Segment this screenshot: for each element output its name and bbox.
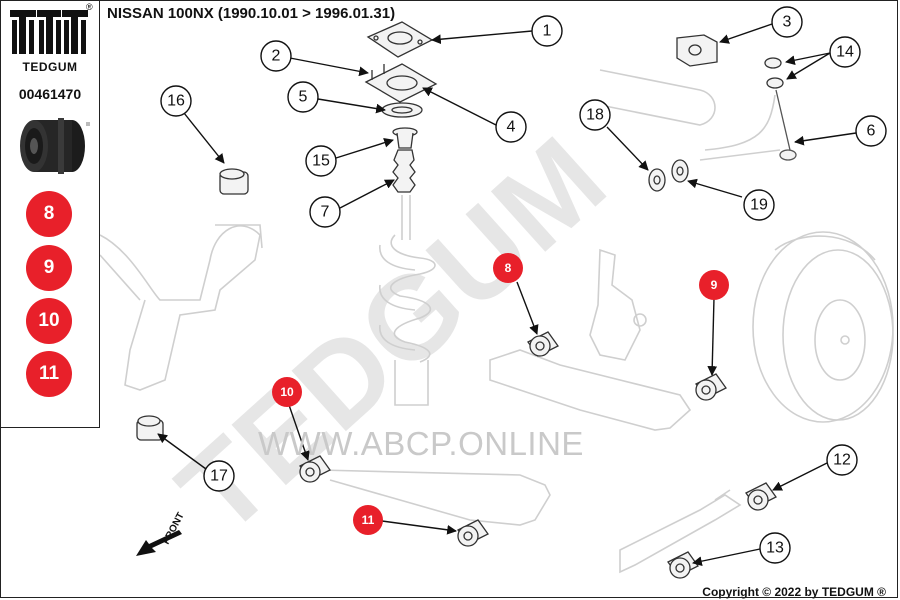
- part-16-subframe-bushing: [219, 168, 249, 195]
- callout-18: 18: [579, 99, 611, 131]
- vehicle-title: NISSAN 100NX (1990.10.01 > 1996.01.31): [107, 5, 396, 22]
- svg-text:4: 4: [507, 119, 516, 136]
- svg-text:10: 10: [280, 385, 294, 399]
- svg-text:3: 3: [783, 14, 792, 31]
- badge-11[interactable]: 11: [26, 351, 72, 397]
- svg-text:1: 1: [543, 23, 552, 40]
- callout-3: 3: [771, 6, 803, 38]
- highlight-callouts: 8 9 10 11: [272, 253, 729, 535]
- bushing-8: [527, 331, 559, 357]
- part-2-upper-mount-lower: [364, 63, 438, 103]
- bushing-9: [695, 373, 727, 401]
- part-15-bump-stop-cap: [392, 127, 418, 149]
- callout-7: 7: [309, 196, 341, 228]
- callout-14: 14: [829, 36, 861, 68]
- svg-text:14: 14: [836, 44, 854, 61]
- svg-text:15: 15: [312, 153, 330, 170]
- callout-4: 4: [495, 111, 527, 143]
- watermark-url: WWW.ABCP.ONLINE: [258, 425, 584, 462]
- bushing-11: [457, 519, 489, 547]
- leader-lines: [157, 23, 857, 566]
- svg-text:9: 9: [711, 278, 718, 292]
- svg-text:19: 19: [750, 197, 768, 214]
- part-6-stabilizer-link: [775, 89, 797, 161]
- callout-11: 11: [353, 505, 383, 535]
- svg-text:18: 18: [586, 107, 604, 124]
- part-3-stabilizer-bushing: [676, 34, 718, 67]
- callout-10: 10: [272, 377, 302, 407]
- callout-2: 2: [260, 40, 292, 72]
- callout-19: 19: [743, 189, 775, 221]
- callout-12: 12: [826, 444, 858, 476]
- part-5-bearing-ring: [381, 102, 423, 118]
- sidebar: ® TEDGUM 00461470 8 9 10 11: [0, 0, 100, 428]
- callout-13: 13: [759, 532, 791, 564]
- copyright-notice: Copyright © 2022 by TEDGUM ®: [702, 585, 886, 599]
- brand-name: TEDGUM: [22, 60, 78, 74]
- part-7-bump-stop: [392, 149, 416, 193]
- svg-text:8: 8: [505, 261, 512, 275]
- bushing-10: [299, 455, 331, 483]
- badge-10[interactable]: 10: [26, 298, 72, 344]
- svg-text:7: 7: [321, 204, 330, 221]
- svg-text:6: 6: [867, 123, 876, 140]
- callout-8: 8: [493, 253, 523, 283]
- svg-text:12: 12: [833, 452, 851, 469]
- svg-text:16: 16: [167, 93, 185, 110]
- svg-text:2: 2: [272, 48, 281, 65]
- svg-text:17: 17: [210, 468, 228, 485]
- callout-9: 9: [699, 270, 729, 300]
- callout-16: 16: [160, 85, 192, 117]
- callout-6: 6: [855, 115, 887, 147]
- part-14-link-bushings: [764, 57, 784, 89]
- part-18-19-washers: [648, 159, 689, 192]
- callout-17: 17: [203, 460, 235, 492]
- badge-9[interactable]: 9: [26, 245, 72, 291]
- registered-mark: ®: [86, 2, 93, 12]
- tedgum-logo: [10, 10, 88, 54]
- callouts: 1 2 3 4 5 6 7 12 13 14 15 16 17 18 19: [160, 6, 887, 564]
- callout-15: 15: [305, 145, 337, 177]
- part-number: 00461470: [18, 86, 82, 102]
- part-17-subframe-bushing: [136, 415, 164, 441]
- bushing-13: [667, 551, 699, 579]
- callout-5: 5: [287, 81, 319, 113]
- product-photo: [20, 118, 90, 174]
- svg-text:13: 13: [766, 540, 784, 557]
- bushing-12: [745, 482, 777, 511]
- svg-text:11: 11: [362, 513, 375, 527]
- svg-text:5: 5: [299, 89, 308, 106]
- badge-8[interactable]: 8: [26, 191, 72, 237]
- callout-1: 1: [531, 15, 563, 47]
